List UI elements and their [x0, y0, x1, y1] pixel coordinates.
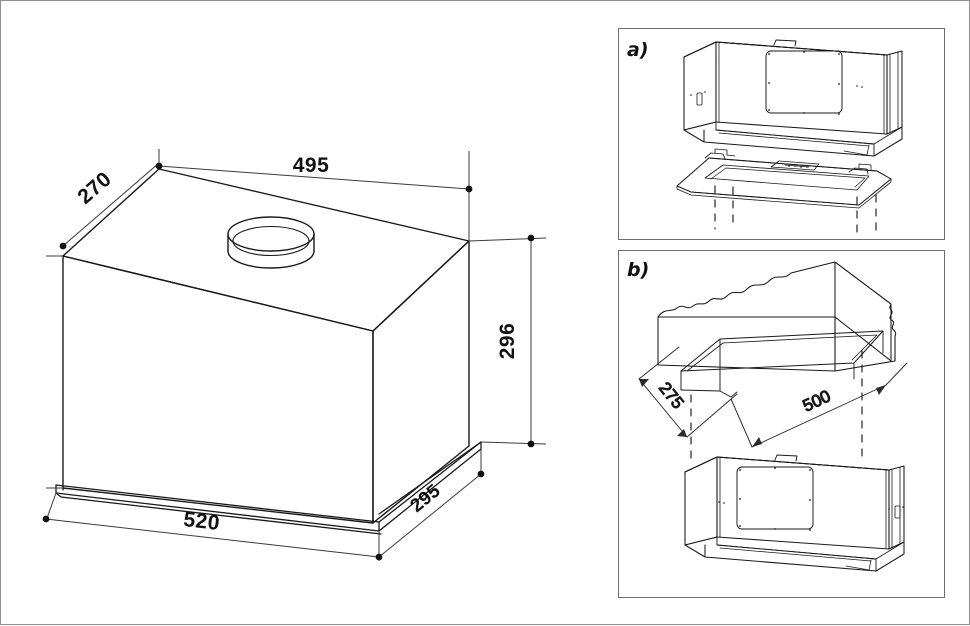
air-outlet-collar: [227, 216, 315, 269]
panel-a-illustration: [676, 39, 903, 240]
hood-body-insert: [684, 454, 905, 572]
dimension-295-line: [378, 473, 482, 558]
dimension-270-line: [62, 162, 160, 247]
panel-b-dimension-lines: [638, 346, 908, 448]
alignment-dashed-lines: [714, 185, 877, 240]
dimension-520-line: [45, 518, 380, 558]
dimension-endpoints: [42, 162, 535, 561]
panel-a-label: a): [627, 39, 649, 61]
hood-right-face: [372, 240, 470, 524]
dimension-label-295: 295: [407, 480, 445, 517]
dimension-495-line: [158, 165, 470, 190]
panel-b-dimension-label-275: 275: [655, 379, 688, 413]
panel-b-alignment-lines: [690, 350, 863, 464]
panel-b: b): [618, 250, 945, 598]
dimension-lines: [45, 149, 547, 561]
dimension-label-296: 296: [496, 323, 519, 360]
filter-panel-exploded: [676, 148, 892, 209]
hood-base-trim: [55, 441, 482, 535]
hood-body-exploded: [683, 39, 903, 157]
dimension-label-520: 520: [182, 508, 221, 535]
dimension-label-495: 495: [293, 154, 330, 177]
panel-b-illustration: 275 500: [638, 261, 908, 572]
main-isometric-view: 495 270 296 520 295: [1, 1, 621, 626]
panel-a: a): [618, 28, 945, 240]
panel-b-label: b): [627, 259, 650, 281]
dimension-label-270: 270: [73, 167, 116, 208]
hood-front-face: [62, 255, 374, 524]
cabinet-cutout: [657, 261, 897, 398]
